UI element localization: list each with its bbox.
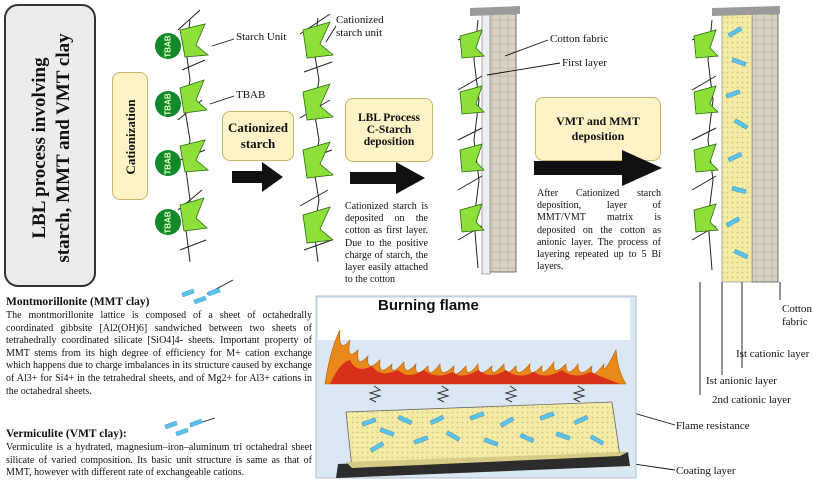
starch-units-2 <box>302 21 334 244</box>
title-box: LBL process involving starch, MMT and VM… <box>4 4 96 287</box>
mmt-vmt-description: After Cationized starch deposition, laye… <box>537 188 661 273</box>
vmt-clay-icon <box>164 418 203 437</box>
arrow-3 <box>534 150 662 186</box>
flames <box>324 329 627 385</box>
starch-units-4 <box>693 29 719 233</box>
cotton-fabric-stage-3 <box>470 6 520 275</box>
coated-slab <box>336 401 630 478</box>
burning-flame-title: Burning flame <box>378 297 479 314</box>
flame-resistance-label: Flame resistance <box>676 420 750 432</box>
starch-units-3 <box>459 29 485 233</box>
cstarch-description: Cationized starch is deposited on the co… <box>345 201 428 286</box>
tbab-badge: TBAB <box>155 209 181 235</box>
vmt-text: Vermiculite is a hydrated, magnesium–iro… <box>6 442 312 479</box>
cotton-fabric-label: Cotton fabric <box>550 33 609 45</box>
tbab-badge: TBAB <box>155 33 181 59</box>
second-cationic-layer-label: 2nd cationic layer <box>712 394 791 406</box>
process-arrows <box>232 150 662 194</box>
label-pointers <box>189 25 781 471</box>
cationization-step: Cationization <box>112 72 148 200</box>
clay-platelets-stage-4 <box>725 26 749 260</box>
burning-flame-panel <box>315 295 637 479</box>
slab-clay-platelets <box>361 411 605 453</box>
mmt-text: The montmorillonite lattice is composed … <box>6 310 312 397</box>
springs <box>368 385 586 403</box>
coating-layer-label: Coating layer <box>676 465 736 477</box>
tbab-badge: TBAB <box>155 150 181 176</box>
tbab-label: TBAB <box>236 89 266 101</box>
vmt-heading: Vermiculite (VMT clay): <box>6 428 127 440</box>
starch-unit-label: Starch Unit <box>236 31 287 43</box>
mmt-heading: Montmorillonite (MMT clay) <box>6 296 150 308</box>
arrow-2 <box>350 162 425 194</box>
arrow-1 <box>232 162 283 192</box>
tbab-badge: TBAB <box>155 91 181 117</box>
first-layer-label: First layer <box>562 57 607 69</box>
ist-cationic-layer-label: Ist cationic layer <box>736 348 810 360</box>
ist-anionic-layer-label: Ist anionic layer <box>706 375 777 387</box>
coated-fabric-stage-4 <box>712 6 780 283</box>
mmt-clay-icon <box>181 287 221 305</box>
starch-units-1 <box>179 23 210 232</box>
